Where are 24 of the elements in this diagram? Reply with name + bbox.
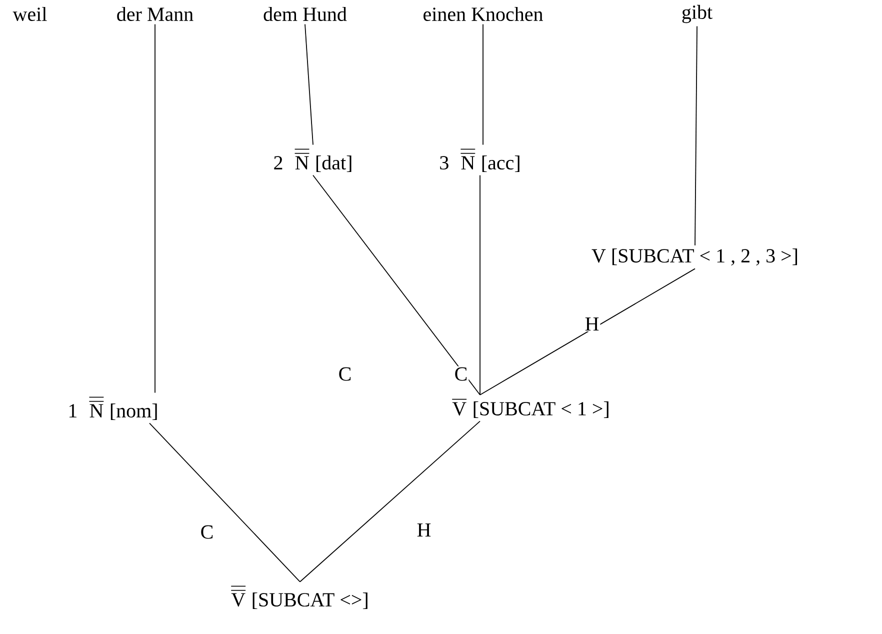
edge-label: H — [416, 522, 432, 538]
word: gibt — [682, 4, 712, 24]
category-label: $\overline{\overline{\text{V}}}\;\text{[SUBCAT <>]}$ — [231, 586, 368, 610]
tree-line — [149, 422, 300, 582]
edge-label: C — [199, 524, 215, 540]
tree-line — [482, 24, 484, 146]
tree-line — [312, 174, 480, 396]
category-label: V [SUBCAT < 1 , 2 , 3 >] — [592, 248, 798, 266]
category-label: $\overline{\text{V}}\;\text{[SUBCAT < 1 >]}$ — [452, 399, 608, 418]
category-label: $\text{2}\;\;\overline{\overline{\text{N}}}\;\text{[dat]}$ — [274, 149, 352, 172]
edge-label: C — [337, 366, 353, 382]
tree-line — [480, 268, 696, 396]
edge-label: C — [453, 366, 469, 382]
word: weil — [12, 6, 47, 22]
tree-line — [694, 26, 698, 246]
word: der Mann — [117, 6, 194, 22]
category-label: $\text{1}\;\;\overline{\overline{\text{N}}}\;\text{[nom]}$ — [69, 397, 157, 420]
category-label: $\text{3}\;\;\overline{\overline{\text{N}}}\;\text{[acc]}$ — [440, 149, 520, 172]
word: dem Hund — [264, 6, 347, 22]
tree-line — [154, 24, 156, 394]
word: einen Knochen — [424, 6, 543, 22]
tree-line — [300, 420, 480, 582]
edge-label: H — [584, 316, 600, 332]
tree-line — [304, 24, 314, 146]
